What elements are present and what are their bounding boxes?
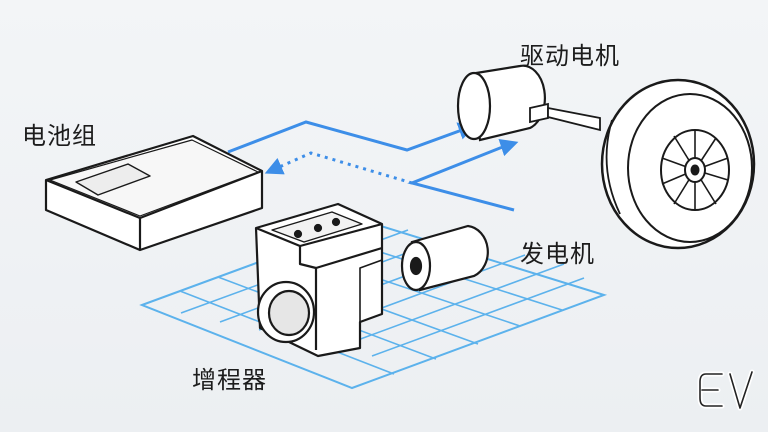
range-extender-engine	[254, 202, 384, 358]
battery-label: 电池组	[22, 122, 97, 150]
flow-battery-to-motor	[227, 120, 477, 154]
drive-motor-label: 驱动电机	[520, 42, 620, 70]
ev-logo-icon	[697, 369, 755, 411]
flow-generator-to-motor	[407, 139, 519, 212]
generator	[400, 224, 489, 292]
battery-pack	[44, 134, 264, 252]
wheel	[600, 78, 756, 250]
drive-motor	[456, 64, 601, 142]
range-extender-label: 增程器	[192, 366, 267, 394]
flow-generator-to-battery	[264, 151, 413, 185]
generator-label: 发电机	[520, 240, 595, 268]
energy-flow-lines	[227, 120, 519, 212]
